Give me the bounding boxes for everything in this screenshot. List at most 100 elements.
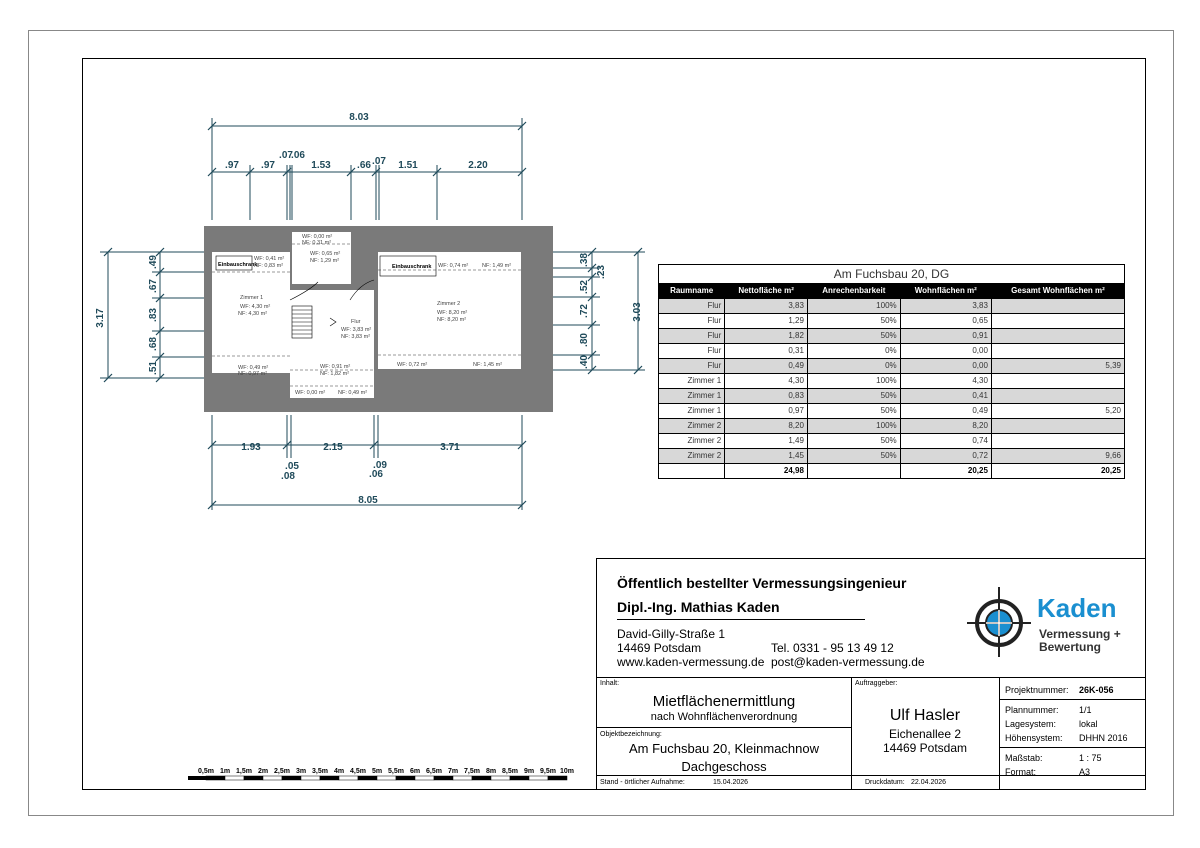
scale-label: 9m — [524, 768, 534, 775]
divider — [851, 677, 852, 789]
dimension-lines — [100, 118, 645, 510]
dim-bottom-seg: 3.71 — [440, 442, 460, 453]
scale-label: 5,5m — [388, 768, 404, 775]
outer-frame — [28, 30, 1174, 816]
cell: 5,39 — [990, 358, 1126, 374]
scale-segment — [471, 775, 492, 781]
flur-area — [290, 290, 374, 398]
einbauschrank-2-box — [379, 255, 437, 277]
cell: 0% — [806, 358, 901, 374]
cell: 24,98 — [724, 463, 808, 479]
dim-top-seg: .97 — [261, 160, 275, 171]
scale-segment — [243, 775, 264, 781]
cell: 4,30 — [899, 373, 992, 389]
table-header: Wohnflächen m² — [899, 283, 992, 299]
scale-segment — [281, 775, 302, 781]
einbauschrank-label: Einbauschrank — [392, 264, 432, 270]
objekt-line-1: Am Fuchsbau 20, Kleinmachnow — [628, 741, 820, 756]
dim-top-seg: 1.51 — [398, 160, 418, 171]
cell: 50% — [806, 448, 901, 464]
cell: 1,82 — [724, 328, 808, 344]
scale-label: 8m — [486, 768, 496, 775]
cell — [657, 463, 726, 479]
druck-label: Druckdatum: — [865, 779, 905, 786]
floor-plan: 8.03 .97 .97 .07 .06 1.53 .66 .07 1.51 2… — [95, 112, 645, 510]
cell: 0,97 — [724, 403, 808, 419]
area-nf: NF: 0,49 m² — [338, 390, 367, 396]
dim-bottom-small: .09 — [373, 460, 387, 471]
cell: 1,29 — [724, 313, 808, 329]
area-wf: WF: 0,91 m² — [320, 364, 350, 370]
area-nf: NF: 1,29 m² — [310, 258, 339, 264]
lagesystem-value: lokal — [1079, 719, 1098, 729]
cell: 1,49 — [724, 433, 808, 449]
scale-segment — [414, 775, 435, 781]
cell: 5,20 — [990, 403, 1126, 419]
room-nf: NF: 4,30 m² — [238, 311, 267, 317]
dim-right-seg: .40 — [579, 355, 590, 369]
dim-right-seg: .80 — [579, 333, 590, 347]
room-name: Zimmer 2 — [437, 301, 460, 307]
name-underline — [617, 619, 865, 620]
area-wf: WF: 0,49 m² — [238, 365, 268, 371]
logo-subtitle-1: Vermessung + — [1039, 627, 1121, 641]
dim-right-seg: .52 — [579, 280, 590, 294]
address-city: 14469 Potsdam — [617, 641, 702, 655]
cell: 20,25 — [899, 463, 992, 479]
scale-label: 6,5m — [426, 768, 442, 775]
cell — [990, 418, 1126, 434]
cell: 4,30 — [724, 373, 808, 389]
table-caption: Am Fuchsbau 20, DG — [658, 264, 1125, 284]
objekt-line-2: Dachgeschoss — [681, 759, 767, 774]
cell — [990, 433, 1126, 449]
dim-top-seg: .66 — [357, 160, 371, 171]
plannummer-label: Plannummer: — [1005, 705, 1059, 715]
cell: Flur — [657, 328, 726, 344]
room-labels: Einbauschrank Einbauschrank Zimmer 1 WF:… — [218, 234, 511, 396]
dim-left-seg: .67 — [148, 279, 159, 293]
cell: 50% — [806, 433, 901, 449]
scale-label: 2,5m — [274, 768, 290, 775]
lagesystem-label: Lagesystem: — [1005, 719, 1057, 729]
cell — [806, 463, 901, 479]
cell: 20,25 — [990, 463, 1126, 479]
title-block: Öffentlich bestellter Vermessungsingenie… — [596, 558, 1146, 790]
cell: 8,20 — [899, 418, 992, 434]
area-nf: NF: 0,97 m² — [238, 371, 267, 377]
flur-upper-area — [292, 232, 351, 284]
dim-right-seg: .38 — [579, 253, 590, 267]
cell: Zimmer 2 — [657, 433, 726, 449]
room-wf: WF: 8,20 m² — [437, 310, 467, 316]
scale-segment — [357, 775, 378, 781]
room-nf: NF: 3,83 m² — [341, 334, 370, 340]
website-link[interactable]: www.kaden-vermessung.de — [617, 655, 765, 669]
cell: 3,83 — [899, 298, 992, 314]
projekt-value: 26K-056 — [1079, 685, 1114, 695]
cell: 0,49 — [724, 358, 808, 374]
cell: 0,72 — [899, 448, 992, 464]
client-name: Ulf Hasler — [889, 707, 961, 724]
scale-segment — [509, 775, 530, 781]
cell: 50% — [806, 403, 901, 419]
einbauschrank-label: Einbauschrank — [218, 262, 258, 268]
cell: Flur — [657, 313, 726, 329]
area-wf: WF: 0,41 m² — [254, 256, 284, 262]
address-street: David-Gilly-Straße 1 — [617, 627, 726, 641]
dim-bottom-total: 8.05 — [358, 495, 378, 506]
dim-bottom-small: .05 — [285, 461, 299, 472]
room-wf: WF: 4,30 m² — [240, 304, 270, 310]
cell: 9,66 — [990, 448, 1126, 464]
cell: 100% — [806, 418, 901, 434]
dim-right-seg: .72 — [579, 304, 590, 318]
email-link[interactable]: post@kaden-vermessung.de — [771, 655, 925, 669]
cell: Zimmer 1 — [657, 388, 726, 404]
cell: Zimmer 1 — [657, 403, 726, 419]
scale-segment — [547, 775, 568, 781]
cell: 0,91 — [899, 328, 992, 344]
cell: 3,83 — [724, 298, 808, 314]
